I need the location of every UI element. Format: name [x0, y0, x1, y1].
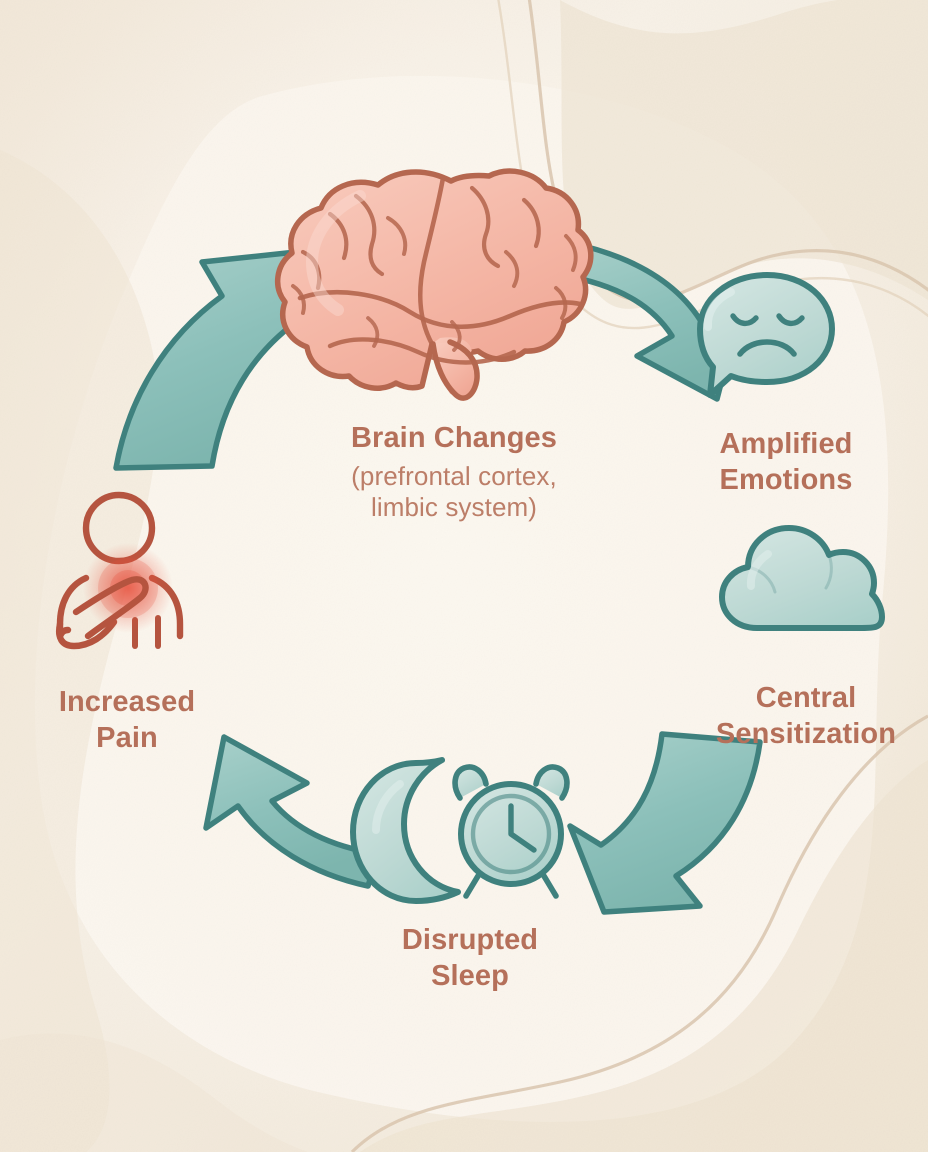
brain-changes-title: Brain Changes: [351, 422, 557, 455]
node-label-amplified-emotions: Amplified Emotions: [644, 392, 928, 498]
brain-changes-subtitle: (prefrontal cortex, limbic system): [351, 460, 557, 523]
node-label-central-sensitization: Central Sensitization: [684, 646, 928, 752]
node-label-disrupted-sleep: Disrupted Sleep: [336, 888, 604, 994]
central-sensitization-title: Central Sensitization: [715, 682, 897, 750]
amplified-emotions-title: Amplified Emotions: [719, 428, 853, 496]
increased-pain-title: Increased Pain: [58, 686, 196, 754]
person-shoulder-pain-icon: [56, 491, 184, 650]
sad-face-speech-bubble-icon: [697, 272, 835, 398]
node-label-increased-pain: Increased Pain: [10, 650, 244, 756]
moon-alarm-clock-icon: [350, 757, 570, 904]
arrow-sleep-to-pain: [203, 734, 381, 889]
cloud-icon: [719, 525, 885, 632]
arrow-central-to-sleep: [567, 731, 763, 915]
brain-icon: [274, 168, 594, 401]
disrupted-sleep-title: Disrupted Sleep: [401, 924, 539, 992]
node-label-brain-changes: Brain Changes (prefrontal cortex, limbic…: [274, 386, 634, 560]
